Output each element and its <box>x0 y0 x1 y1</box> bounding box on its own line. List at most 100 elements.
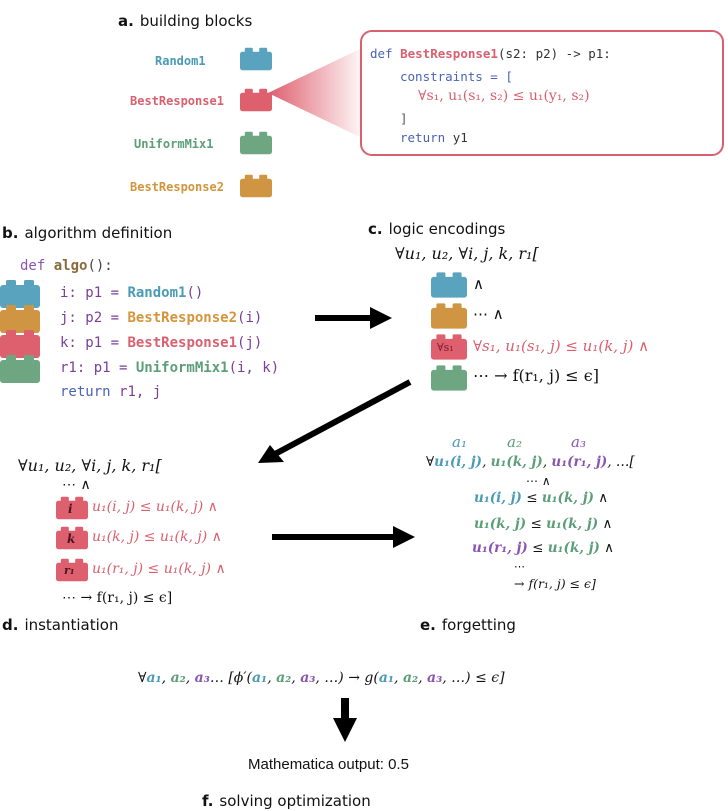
panel-f-a1-c: a₁ <box>378 670 395 686</box>
arrow-c-to-d <box>258 379 412 463</box>
panel-e-row1: u₁(i, j) ≤ u₁(k, j) ∧ <box>474 490 608 506</box>
panel-c-row2: ⋯ ∧ <box>473 305 504 323</box>
block-name-random1: Random1 <box>155 54 206 68</box>
panel-f-a3-c: a₃ <box>427 670 443 686</box>
callout-line-def: def BestResponse1(s2: p2) -> p1: <box>370 42 611 65</box>
panel-f-forall: ∀ <box>138 670 147 686</box>
panel-e-header: ∀u₁(i, j), u₁(k, j), u₁(r₁, j), …[ <box>426 454 635 470</box>
algo-line-r1: r1: p1 = UniformMix1(i, k) <box>60 360 279 376</box>
algo-def-keyword: def <box>20 258 46 274</box>
algo-line-j: j: p2 = BestResponse2(i) <box>60 310 262 326</box>
panel-f-letter: f. <box>202 792 214 810</box>
panel-f-a2-b: a₂ <box>276 670 292 686</box>
panel-e-row2-op: ≤ <box>526 516 547 532</box>
panel-e-last-row: → f(r₁, j) ≤ ϵ] <box>514 576 596 591</box>
panel-b-title: algorithm definition <box>24 224 173 242</box>
panel-c-title: logic encodings <box>388 220 506 238</box>
panel-e-title: forgetting <box>441 616 516 634</box>
algo-signature: (): <box>87 258 113 274</box>
panel-e-dots: ⋯ <box>514 560 525 573</box>
panel-c-letter: c. <box>368 220 383 238</box>
algo-line-j-args: (i) <box>237 310 263 326</box>
arrow-b-to-c <box>315 307 392 329</box>
algo-line-j-var: j: p2 = <box>60 310 128 326</box>
block-name-bestresponse1: BestResponse1 <box>130 94 224 108</box>
panel-e-forall: ∀ <box>426 454 435 470</box>
panel-d-row-r1: u₁(r₁, j) ≤ u₁(k, j) ∧ <box>92 561 226 577</box>
panel-d-label: d. instantiation <box>2 616 118 634</box>
algo-line-k: k: p1 = BestResponse1(j) <box>60 335 262 351</box>
panel-e-row1-op: ≤ <box>521 490 542 506</box>
panel-e-row3-op: ≤ <box>527 540 548 556</box>
panel-b-label: b. algorithm definition <box>2 224 172 242</box>
mathematica-output: Mathematica output: 0.5 <box>248 756 409 773</box>
panel-c-row1: ∧ <box>473 275 484 293</box>
panel-e-row3-lhs: u₁(r₁, j) <box>472 540 528 556</box>
algo-line-i-call: Random1 <box>127 285 187 301</box>
panel-c-header: ∀u₁, u₂, ∀i, j, k, r₁[ <box>395 244 539 263</box>
panel-f-a2-c: a₂ <box>402 670 419 686</box>
panel-a-letter: a. <box>118 12 134 30</box>
panel-e-header-suffix: , …[ <box>607 454 635 470</box>
panel-d-title: instantiation <box>24 616 119 634</box>
algo-line-k-args: (j) <box>237 335 263 351</box>
panel-e-label: e. forgetting <box>420 616 516 634</box>
panel-d-brick-k: k <box>67 532 76 546</box>
panel-f-mid2: , …) → g( <box>315 670 379 686</box>
block-name-bestresponse2: BestResponse2 <box>130 180 224 194</box>
brick-icon-c-row2 <box>431 303 467 329</box>
panel-e-row2-rhs: u₁(k, j) <box>546 516 599 532</box>
panel-f-a3: a₃ <box>194 670 210 686</box>
algo-line-i: i: p1 = Random1() <box>60 285 203 301</box>
callout-constraint-math: ∀s₁, u₁(s₁, s₂) ≤ u₁(y₁, s₂) <box>418 88 590 104</box>
panel-e-row3-tail: ∧ <box>599 540 615 556</box>
callout-return-value: y1 <box>452 130 468 145</box>
callout-return: return y1 <box>400 126 468 149</box>
panel-d-last-row: ⋯ → f(r₁, j) ≤ ϵ] <box>62 590 173 606</box>
algo-return-line: return r1, j <box>60 384 161 400</box>
panel-d-letter: d. <box>2 616 19 634</box>
callout-fn-name: BestResponse1 <box>400 46 498 61</box>
panel-e-row1-lhs: u₁(i, j) <box>474 490 522 506</box>
panel-e-header-term3: u₁(r₁, j) <box>551 454 608 470</box>
panel-f-end: , …) ≤ ϵ] <box>442 670 505 686</box>
panel-d-first-row: ⋯ ∧ <box>62 477 91 493</box>
panel-e-a2-label: a₂ <box>507 433 522 451</box>
panel-e-row1-rhs: u₁(k, j) <box>541 490 594 506</box>
panel-e-header-term1: u₁(i, j) <box>434 454 483 470</box>
panel-f-a3-b: a₃ <box>300 670 316 686</box>
brick-icon-c-row4 <box>431 365 467 391</box>
callout-def-keyword: def <box>370 46 393 61</box>
panel-f-mid: … [ϕ′( <box>209 670 252 686</box>
panel-e-row2-lhs: u₁(k, j) <box>474 516 527 532</box>
panel-e-row3: u₁(r₁, j) ≤ u₁(k, j) ∧ <box>472 540 614 556</box>
panel-d-row-k: u₁(k, j) ≤ u₁(k, j) ∧ <box>92 529 222 545</box>
panel-f-title: solving optimization <box>219 792 371 810</box>
panel-b-letter: b. <box>2 224 19 242</box>
panel-e-header-term2: u₁(k, j) <box>490 454 543 470</box>
callout-return-keyword: return <box>400 130 446 145</box>
panel-e-row2-tail: ∧ <box>598 516 613 532</box>
panel-c-row3: ∀s₁, u₁(s₁, j) ≤ u₁(k, j) ∧ <box>473 337 650 355</box>
algo-line-i-var: i: p1 = <box>60 285 128 301</box>
algo-return-values: r1, j <box>119 384 162 400</box>
algo-line-k-var: k: p1 = <box>60 335 128 351</box>
callout-fan <box>268 48 362 138</box>
block-name-uniformmix1: UniformMix1 <box>134 137 214 151</box>
panel-c-label: c. logic encodings <box>368 220 505 238</box>
panel-f-formula: ∀a₁, a₂, a₃… [ϕ′(a₁, a₂, a₃, …) → g(a₁, … <box>138 670 505 686</box>
panel-a-title: building blocks <box>139 12 253 30</box>
panel-e-a1-label: a₁ <box>452 433 467 451</box>
algo-name: algo <box>53 258 88 274</box>
panel-e-letter: e. <box>420 616 436 634</box>
arrow-f-down <box>333 698 357 742</box>
callout-constraints: constraints = [ <box>400 69 513 84</box>
algo-line-k-call: BestResponse1 <box>127 335 238 351</box>
algo-line-r1-call: UniformMix1 <box>135 360 229 376</box>
panel-e-mid-row: ⋯ ∧ <box>526 474 551 488</box>
panel-e-row2: u₁(k, j) ≤ u₁(k, j) ∧ <box>474 516 612 532</box>
bestresponse1-code-callout: def BestResponse1(s2: p2) -> p1: constra… <box>360 30 724 156</box>
panel-d-row-i: u₁(i, j) ≤ u₁(k, j) ∧ <box>92 499 218 515</box>
brick-icon-c-row1 <box>431 272 467 298</box>
